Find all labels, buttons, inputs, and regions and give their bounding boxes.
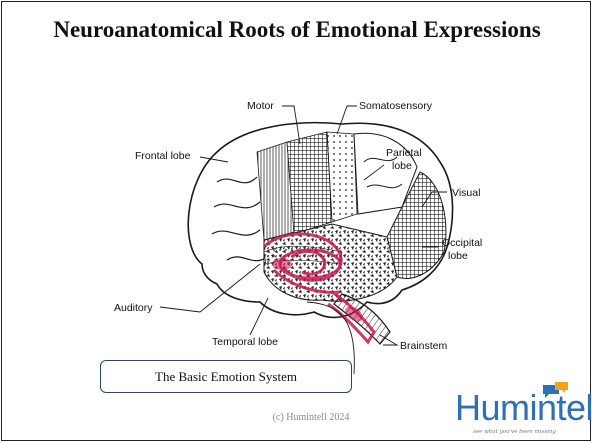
- label-frontal-lobe: Frontal lobe: [135, 150, 191, 162]
- label-occipital-lobe-2: lobe: [448, 250, 468, 262]
- label-visual: Visual: [452, 187, 480, 199]
- humintell-logo: Humintell see what you've been missing: [451, 379, 591, 441]
- basic-emotion-system-callout: The Basic Emotion System: [100, 360, 352, 393]
- label-parietal-lobe-2: lobe: [392, 160, 412, 172]
- logo-tagline: see what you've been missing: [473, 429, 556, 435]
- label-temporal-lobe: Temporal lobe: [212, 336, 278, 348]
- label-occipital-lobe-1: Occipital: [442, 237, 482, 249]
- speech-bubble-icon: [541, 381, 571, 405]
- label-somatosensory: Somatosensory: [359, 100, 433, 112]
- copyright-footer: (c) Humintell 2024: [236, 412, 386, 423]
- label-auditory: Auditory: [114, 302, 153, 314]
- label-parietal-lobe-1: Parietal: [386, 147, 422, 159]
- label-brainstem: Brainstem: [400, 340, 448, 352]
- logo-wordmark: Humintell: [455, 387, 592, 429]
- label-motor: Motor: [247, 100, 274, 112]
